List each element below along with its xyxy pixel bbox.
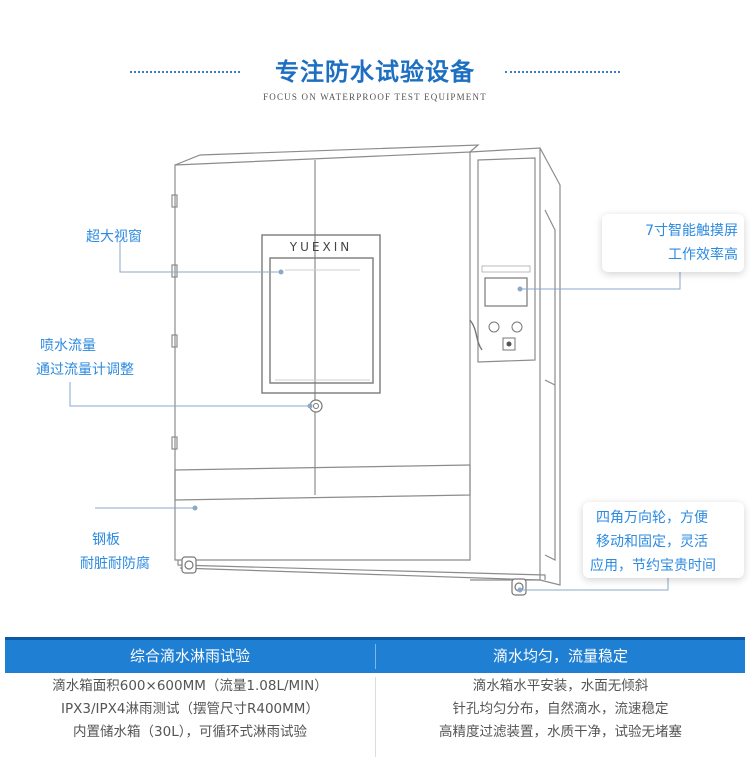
callout-spray-flow-line2: 通过流量计调整 [36,362,134,378]
callout-steel-plate: 钢板 耐脏耐防腐 [80,528,150,576]
table-row: 高精度过滤装置，水质干净，试验无堵塞 [439,724,682,740]
callout-wheels-line2: 移动和固定，灵活 [596,534,708,550]
title-left-divider [130,71,240,73]
page-title: 专注防水试验设备 [275,58,475,86]
spec-table-header: 综合滴水淋雨试验 滴水均匀，流量稳定 [5,637,745,673]
callout-wheels-line1: 四角万向轮，方便 [596,510,708,526]
table-row: 滴水箱水平安装，水面无倾斜 [472,678,649,694]
table-row: 针孔均匀分布，自然滴水，流速稳定 [452,701,669,717]
page-subtitle: FOCUS ON WATERPROOF TEST EQUIPMENT [263,92,487,102]
callout-touchscreen-line1: 7寸智能触摸屏 [645,223,738,239]
spec-table-left-column: 滴水箱面积600×600MM（流量1.08L/MIN） IPX3/IPX4淋雨测… [5,675,375,744]
title-right-divider [505,71,620,73]
callout-wheels-line3: 应用，节约宝贵时间 [590,558,716,574]
table-row: IPX3/IPX4淋雨测试（摆管尺寸R400MM） [61,701,319,717]
callout-wheels: 四角万向轮，方便 移动和固定，灵活 应用，节约宝贵时间 [590,506,740,578]
page-header: 专注防水试验设备 FOCUS ON WATERPROOF TEST EQUIPM… [0,0,750,110]
spec-table: 综合滴水淋雨试验 滴水均匀，流量稳定 滴水箱面积600×600MM（流量1.08… [5,637,745,761]
spec-table-header-left: 综合滴水淋雨试验 [129,647,250,665]
callout-steel-plate-line1: 钢板 [92,532,120,548]
callout-steel-plate-line2: 耐脏耐防腐 [80,556,150,572]
test-chamber-illustration: YUEXIN [69,144,681,596]
callout-spray-flow-line1: 喷水流量 [40,338,96,354]
callout-touchscreen: 7寸智能触摸屏 工作效率高 [602,219,738,267]
callout-wheels-box [583,502,744,578]
callout-touchscreen-box [602,214,744,272]
callout-large-window: 超大视窗 [86,225,142,249]
body-divider [375,677,376,757]
table-row: 内置储水箱（30L），可循环式淋雨试验 [73,724,307,740]
header-divider [375,644,376,669]
callout-large-window-text: 超大视窗 [86,229,142,245]
spec-table-right-column: 滴水箱水平安装，水面无倾斜 针孔均匀分布，自然滴水，流速稳定 高精度过滤装置，水… [376,675,745,744]
spec-table-header-right: 滴水均匀，流量稳定 [492,647,628,665]
callout-touchscreen-line2: 工作效率高 [668,247,738,263]
table-row: 滴水箱面积600×600MM（流量1.08L/MIN） [52,678,328,694]
callout-spray-flow: 喷水流量 通过流量计调整 [36,334,134,382]
brand-logo: YUEXIN [289,240,352,254]
